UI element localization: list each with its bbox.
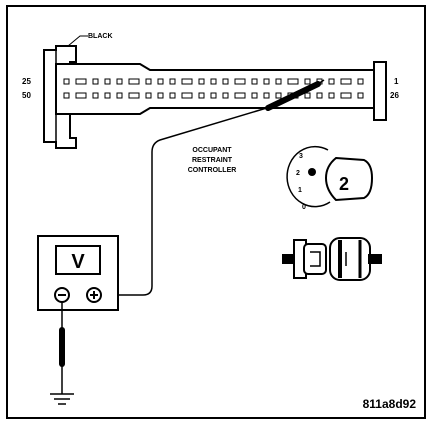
pin-cavity (181, 92, 193, 99)
figure-frame (6, 5, 426, 419)
pin-cavity (92, 78, 99, 85)
pin-cavity (287, 78, 299, 85)
pin-cavity (263, 78, 270, 85)
pin-cavity (63, 78, 70, 85)
wire-label-leader (67, 35, 88, 47)
pin-cavity (328, 78, 335, 85)
pin-cavity (104, 92, 111, 99)
pin-cavity (210, 78, 217, 85)
pin-cavity (116, 92, 123, 99)
pin-cavity (181, 78, 193, 85)
pin-cavity (92, 92, 99, 99)
wire-color-label: BLACK (88, 33, 113, 40)
pin-cavity (145, 92, 152, 99)
connector-left-pin-bottom: 50 (22, 91, 31, 100)
pin-cavity (340, 92, 352, 99)
pin-cavity (275, 92, 282, 99)
ignition-position-1: 1 (298, 187, 302, 194)
pin-row-upper (63, 78, 364, 85)
ignition-key-number: 2 (339, 174, 349, 194)
pin-cavity (169, 92, 176, 99)
pin-cavity (128, 78, 140, 85)
pin-cavity (63, 92, 70, 99)
connector-right-pin-bottom: 26 (390, 91, 399, 100)
ignition-position-0: 0 (302, 204, 306, 211)
pin-cavity (304, 92, 311, 99)
ignition-switch: 2 (286, 145, 374, 208)
pin-cavity (316, 92, 323, 99)
pin-cavity (263, 92, 270, 99)
ground-symbol (50, 393, 74, 405)
voltmeter-negative-terminal (54, 287, 70, 303)
pin-cavity (357, 78, 364, 85)
pin-cavity (157, 92, 164, 99)
pin-cavity (104, 78, 111, 85)
pin-cavity (340, 78, 352, 85)
voltmeter-display: V (71, 251, 85, 273)
back-probe (265, 79, 325, 111)
pin-cavity (222, 78, 229, 85)
module-label-line-3: CONTROLLER (188, 167, 237, 174)
pin-cavity (275, 78, 282, 85)
pin-cavity (222, 92, 229, 99)
pin-cavity (328, 92, 335, 99)
pin-cavity (169, 78, 176, 85)
pin-cavity (75, 78, 87, 85)
pin-cavity (251, 92, 258, 99)
pin-row-lower (63, 92, 364, 99)
connector (43, 45, 387, 149)
voltmeter-positive-terminal (86, 287, 102, 303)
pin-cavity (304, 78, 311, 85)
pin-cavity (128, 92, 140, 99)
pin-cavity (251, 78, 258, 85)
connector-left-pin-top: 25 (22, 77, 31, 86)
pin-cavity (198, 92, 205, 99)
pin-cavity (234, 92, 246, 99)
pin-cavity (145, 78, 152, 85)
pin-cavity (210, 92, 217, 99)
pin-cavity (116, 78, 123, 85)
figure-id: 811a8d92 (363, 397, 417, 411)
module-label-line-1: OCCUPANT (192, 147, 232, 154)
ignition-position-3: 3 (299, 153, 303, 160)
switch-position-marker (308, 168, 316, 176)
positive-test-lead (95, 106, 271, 296)
disconnected-connector-icon (282, 237, 382, 281)
pin-cavity (157, 78, 164, 85)
pin-cavity (357, 92, 364, 99)
module-label-line-2: RESTRAINT (192, 157, 233, 164)
voltmeter: V (37, 235, 119, 311)
ignition-position-2: 2 (296, 170, 300, 177)
pin-cavity (198, 78, 205, 85)
pin-cavity (234, 78, 246, 85)
connector-right-pin-top: 1 (394, 77, 399, 86)
pin-cavity (75, 92, 87, 99)
